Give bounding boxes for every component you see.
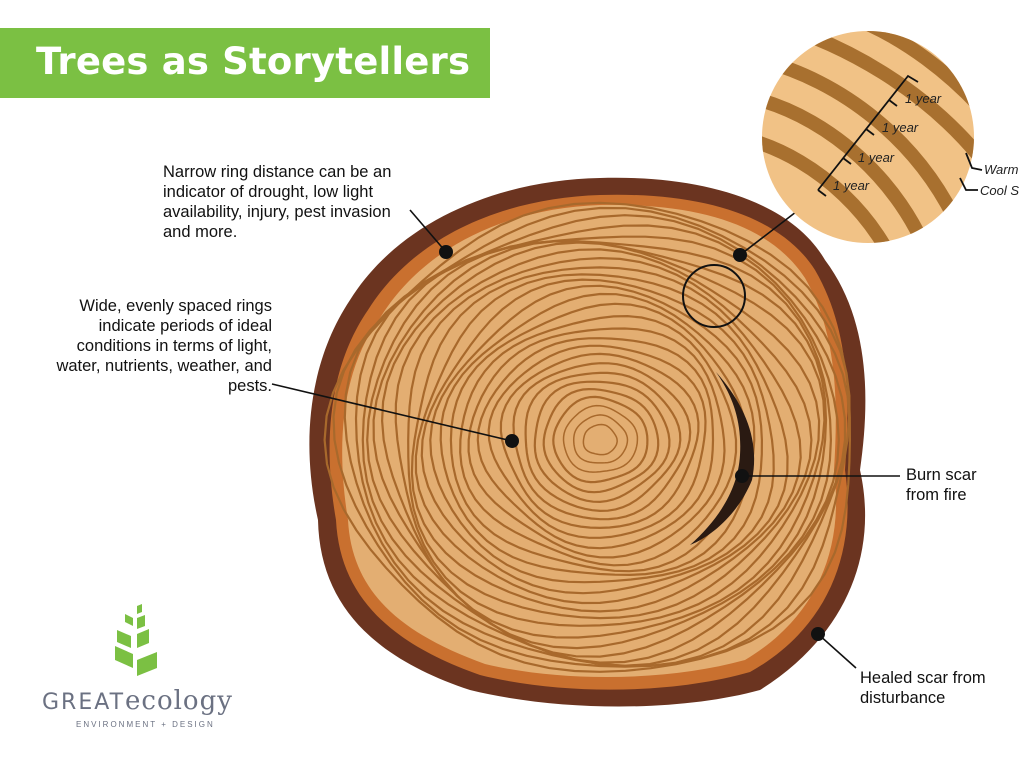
growth-ring xyxy=(366,240,833,658)
growth-ring xyxy=(372,240,828,650)
magnify-source-circle xyxy=(682,264,746,328)
logo-tagline: ENVIRONMENT + DESIGN xyxy=(76,720,215,729)
annotation-narrow-rings: Narrow ring distance can be an indicator… xyxy=(163,163,392,241)
callout-dots xyxy=(439,245,825,641)
growth-ring xyxy=(476,337,715,550)
growth-ring xyxy=(429,284,764,584)
title-banner xyxy=(0,28,490,98)
year-label: 1 year xyxy=(858,150,895,165)
growth-ring xyxy=(439,292,756,577)
growth-ring xyxy=(361,235,840,664)
logo-brand-light: ecology xyxy=(125,686,233,716)
year-scale xyxy=(817,74,983,197)
logo-icon xyxy=(115,604,157,676)
growth-ring xyxy=(562,404,639,473)
growth-ring xyxy=(410,266,802,613)
warm-season-label: Warm xyxy=(984,162,1019,177)
growth-ring xyxy=(572,414,629,464)
logo-brand-bold: GREAT xyxy=(42,690,126,715)
growth-ring xyxy=(380,241,826,639)
growth-ring xyxy=(459,314,738,567)
growth-ring xyxy=(420,278,775,595)
year-label: 1 year xyxy=(905,91,942,106)
growth-ring xyxy=(467,327,726,559)
growth-ring xyxy=(524,371,682,513)
growth-ring xyxy=(394,248,821,627)
growth-ring xyxy=(449,302,748,573)
growth-rings xyxy=(323,201,852,673)
growth-ring xyxy=(487,344,707,539)
growth-ring xyxy=(533,380,671,504)
growth-ring xyxy=(407,256,813,620)
year-label: 1 year xyxy=(833,178,870,193)
growth-ring xyxy=(499,352,700,530)
logo-wordmark: GREATecology xyxy=(42,686,233,716)
growth-ring xyxy=(332,206,851,668)
page-title: Trees as Storytellers xyxy=(36,40,471,83)
burn-scar xyxy=(690,372,755,545)
growth-ring xyxy=(414,273,789,605)
growth-ring xyxy=(323,201,852,673)
growth-ring xyxy=(354,224,847,667)
callout-lines xyxy=(271,204,900,669)
annotation-burn-scar: Burn scar from fire xyxy=(906,466,977,504)
cool-season-label: Cool S xyxy=(980,183,1020,198)
growth-ring xyxy=(542,387,660,494)
growth-ring xyxy=(582,423,618,456)
zoom-inset xyxy=(762,31,983,243)
growth-ring xyxy=(343,214,851,668)
growth-ring xyxy=(552,395,649,484)
year-label: 1 year xyxy=(882,120,919,135)
annotation-healed-scar: Healed scar from disturbance xyxy=(860,669,986,707)
annotation-wide-rings: Wide, evenly spaced rings indicate perio… xyxy=(56,297,272,395)
